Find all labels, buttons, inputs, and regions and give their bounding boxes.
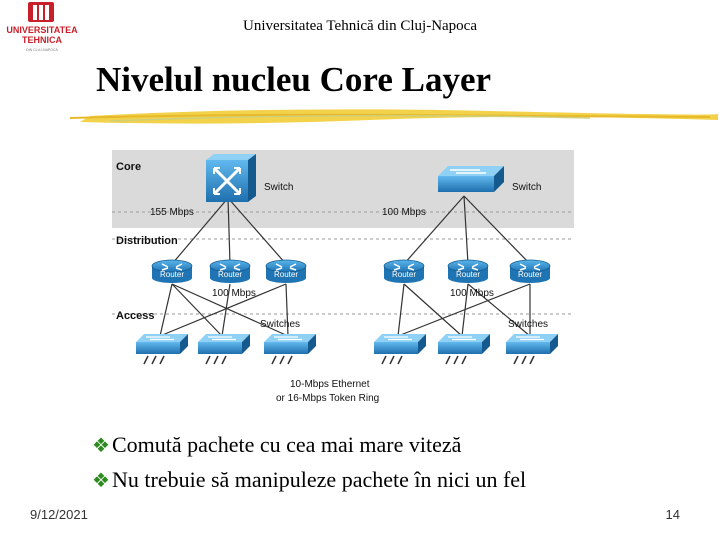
core-layer-diagram: Core Distribution Access Switch	[112, 150, 574, 404]
bullet-list: ❖Comută pachete cu cea mai mare viteză ❖…	[92, 428, 712, 498]
router-label: Router	[274, 270, 298, 279]
access-links	[159, 283, 531, 337]
bullet-item: ❖Nu trebuie să manipuleze pachete în nic…	[92, 463, 712, 498]
bullet-text: Nu trebuie să manipuleze pachete în nici…	[112, 467, 527, 492]
router-label: Router	[218, 270, 242, 279]
router-icon: Router	[383, 259, 425, 283]
core-switch-icon	[206, 154, 256, 202]
media-line1: 10-Mbps Ethernet	[290, 379, 370, 390]
router-icon: Router	[265, 259, 307, 283]
university-logo: UNIVERSITATEA TEHNICA DIN CLUJ-NAPOCA	[6, 2, 78, 52]
access-switch-icon	[374, 334, 426, 365]
layer-label-core: Core	[116, 161, 141, 173]
switches-label-left: Switches	[260, 319, 300, 330]
core-switch-label-left: Switch	[264, 182, 293, 193]
layer-label-distribution: Distribution	[116, 235, 178, 247]
logo-emblem-icon	[28, 2, 54, 22]
media-line2: or 16-Mbps Token Ring	[276, 393, 379, 404]
layer-label-access: Access	[116, 310, 155, 322]
router-icon: Router	[151, 259, 193, 283]
slide-number: 14	[665, 507, 680, 522]
switches-label-right: Switches	[508, 319, 548, 330]
diamond-bullet-icon: ❖	[92, 435, 110, 457]
access-switch-icon	[136, 334, 188, 365]
bullet-text: Comută pachete cu cea mai mare viteză	[112, 432, 462, 457]
router-label: Router	[456, 270, 480, 279]
diamond-bullet-icon: ❖	[92, 470, 110, 492]
logo-line3: DIN CLUJ-NAPOCA	[26, 48, 58, 52]
router-icon: Router	[209, 259, 251, 283]
link-speed-left: 155 Mbps	[150, 207, 194, 218]
access-switch-icon	[506, 334, 558, 365]
logo-line1: UNIVERSITATEA	[6, 25, 78, 35]
router-label: Router	[518, 270, 542, 279]
router-icon: Router	[447, 259, 489, 283]
core-switch-label-right: Switch	[512, 182, 541, 193]
core-links	[171, 195, 531, 265]
router-icon: Router	[509, 259, 551, 283]
link-speed-right: 100 Mbps	[382, 207, 426, 218]
access-switches	[136, 334, 558, 365]
institution-name: Universitatea Tehnică din Cluj-Napoca	[242, 18, 477, 34]
logo-line2: TEHNICA	[22, 35, 62, 45]
access-switch-icon	[438, 334, 490, 365]
access-switch-icon	[198, 334, 250, 365]
router-label: Router	[392, 270, 416, 279]
access-switch-icon	[264, 334, 316, 365]
slide-date: 9/12/2021	[30, 507, 88, 522]
dist-speed-left: 100 Mbps	[212, 288, 256, 299]
core-switch-icon	[438, 166, 504, 192]
title-underline	[70, 109, 718, 124]
router-label: Router	[160, 270, 184, 279]
distribution-routers: Router Router Router Router Router Router	[151, 259, 551, 283]
dist-speed-right: 100 Mbps	[450, 288, 494, 299]
slide-title: Nivelul nucleu Core Layer	[96, 60, 492, 99]
bullet-item: ❖Comută pachete cu cea mai mare viteză	[92, 428, 712, 463]
